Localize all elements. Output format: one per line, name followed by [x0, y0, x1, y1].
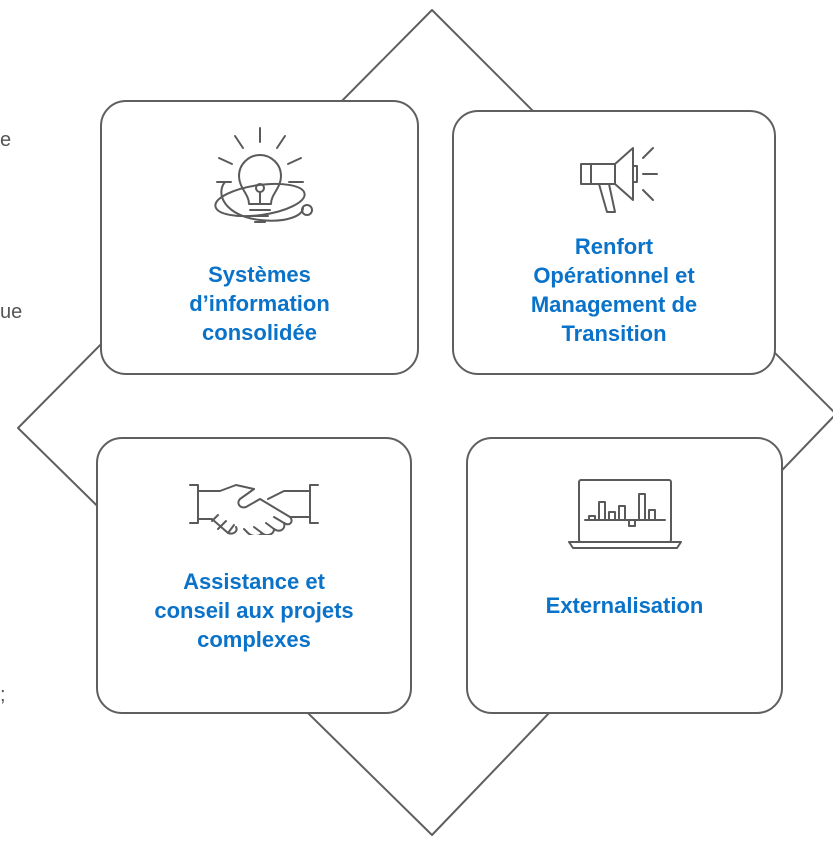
card-externalisation: Externalisation [466, 437, 783, 714]
card-title: Renfort Opérationnel et Management de Tr… [530, 234, 698, 346]
card-title: Systèmes d’information consolidée [189, 262, 330, 345]
text-fragment-3: ; [0, 684, 6, 706]
card-assistance-conseil: Assistance et conseil aux projets comple… [96, 437, 412, 714]
card-renfort-operationnel: Renfort Opérationnel et Management de Tr… [452, 110, 776, 375]
laptop-chart-icon [567, 479, 682, 549]
text-fragment-2: ue [0, 301, 23, 323]
card-systemes-information: Systèmes d’information consolidée [100, 100, 419, 375]
lightbulb-atom-icon [213, 127, 313, 223]
card-title: Externalisation [545, 593, 704, 618]
text-fragment-1: e [0, 129, 12, 151]
card-title: Assistance et conseil aux projets comple… [154, 569, 354, 652]
handshake-icon [189, 484, 319, 535]
megaphone-icon [580, 147, 658, 213]
